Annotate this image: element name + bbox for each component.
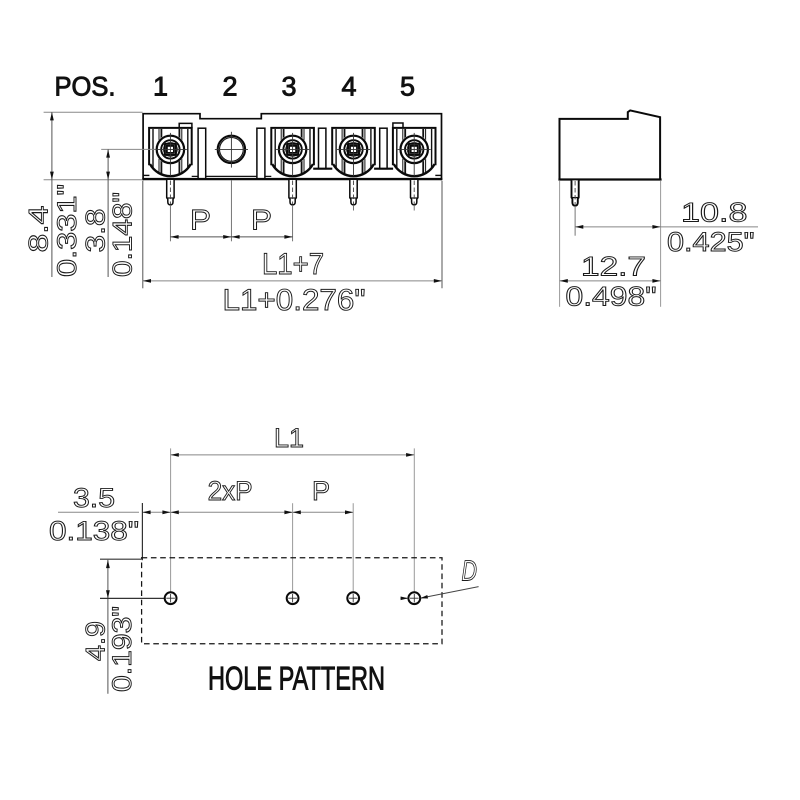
svg-text:2: 2	[222, 72, 237, 102]
svg-text:0.193": 0.193"	[107, 606, 137, 692]
svg-text:0.138": 0.138"	[49, 516, 139, 546]
svg-text:L1+0.276": L1+0.276"	[223, 284, 366, 317]
svg-text:2xP: 2xP	[208, 476, 253, 506]
svg-text:POS.: POS.	[55, 72, 116, 102]
svg-text:4.9: 4.9	[81, 621, 111, 661]
svg-text:0.498": 0.498"	[566, 282, 657, 312]
svg-text:HOLE PATTERN: HOLE PATTERN	[208, 660, 385, 697]
svg-text:L1: L1	[274, 423, 304, 453]
svg-text:3: 3	[281, 72, 296, 102]
svg-text:10.8: 10.8	[681, 198, 748, 228]
svg-text:12.7: 12.7	[581, 252, 646, 282]
svg-text:L1+7: L1+7	[262, 248, 324, 281]
svg-text:5: 5	[400, 72, 415, 102]
svg-text:0.148": 0.148"	[108, 192, 138, 277]
svg-text:P: P	[190, 205, 211, 237]
svg-text:D: D	[462, 556, 478, 588]
svg-text:3.5: 3.5	[73, 483, 115, 513]
svg-text:0.425": 0.425"	[667, 227, 755, 257]
svg-text:P: P	[312, 476, 330, 506]
svg-text:0.331": 0.331"	[52, 184, 82, 277]
svg-text:4: 4	[341, 72, 356, 102]
svg-text:8.4: 8.4	[24, 206, 54, 253]
svg-text:3.8: 3.8	[81, 209, 111, 253]
svg-text:P: P	[251, 205, 272, 237]
svg-text:1: 1	[153, 72, 168, 102]
